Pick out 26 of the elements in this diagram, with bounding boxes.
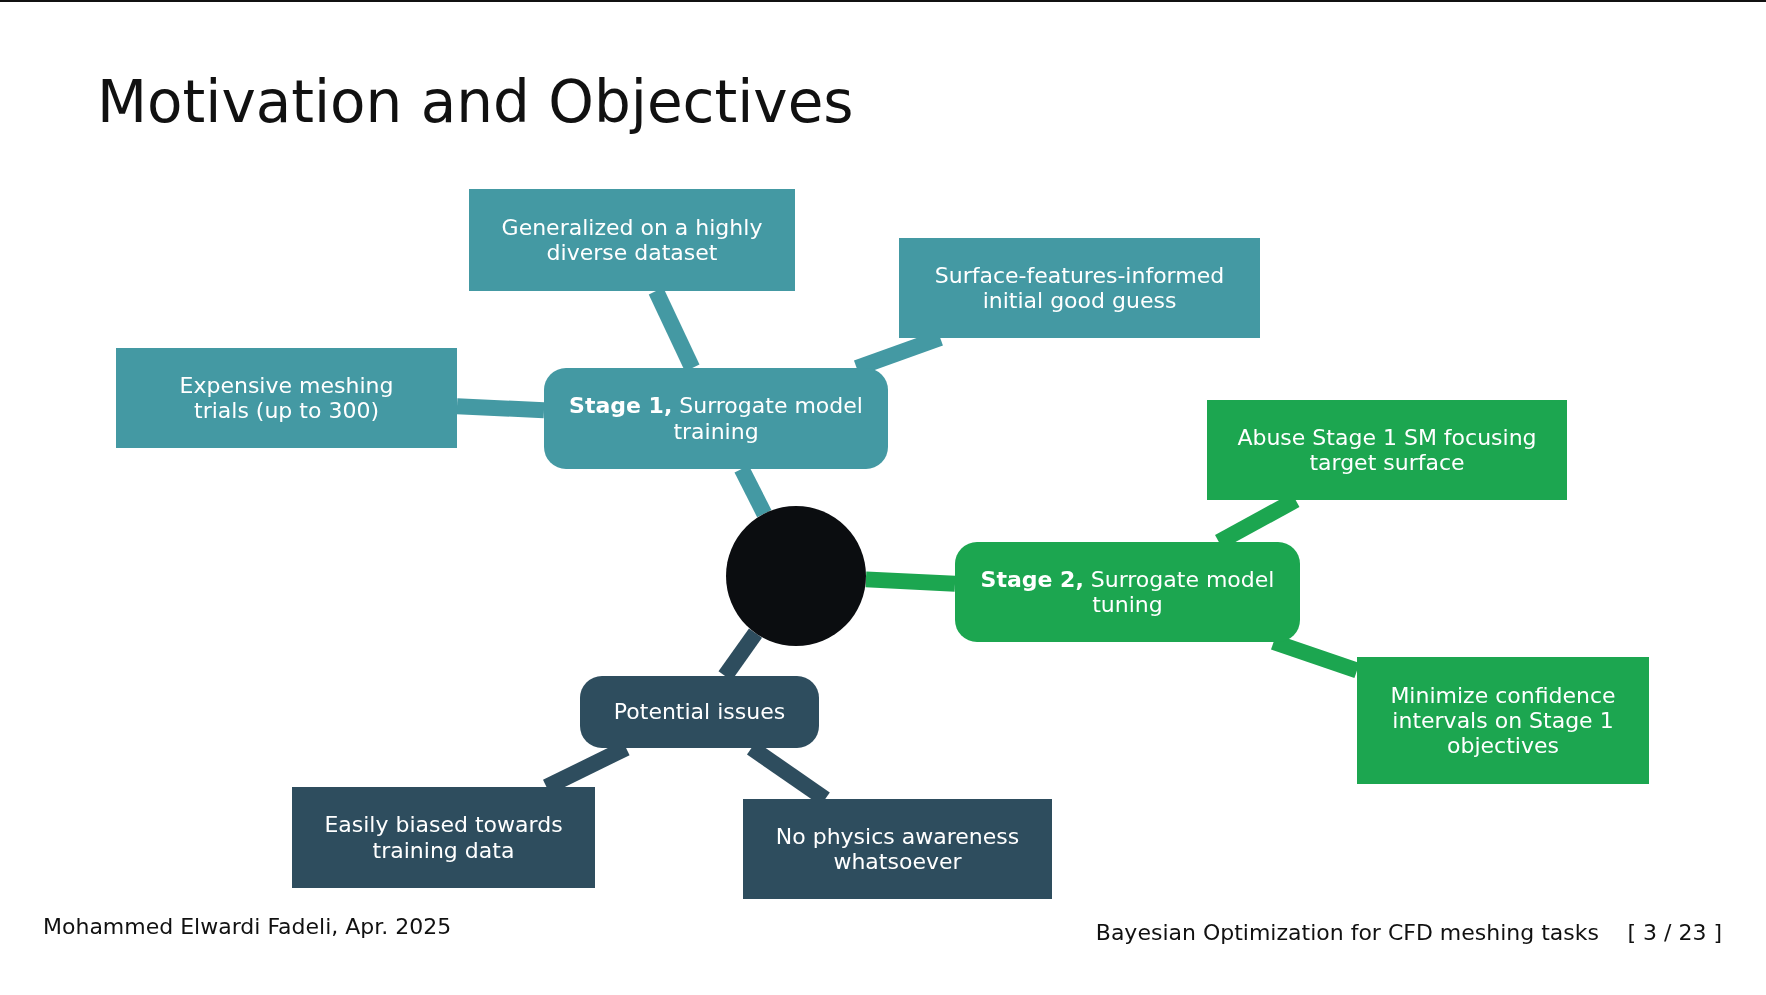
node-text: Surface-features-informed initial good guess <box>933 262 1226 314</box>
idea-box <box>899 238 1260 338</box>
connector-line <box>865 571 956 592</box>
footer-text: Bayesian Optimization for CFD meshing tasks <box>1095 920 1599 945</box>
node-text: Expensive meshing trials (up to 300) <box>178 372 395 424</box>
issue-box <box>580 676 819 748</box>
node-text: Generalized on a highly diverse dataset <box>500 214 764 266</box>
node-text: Easily biased towards training data <box>323 812 564 863</box>
node-text: Stage 1, Surrogate model training <box>568 393 864 444</box>
node-text: Abuse Stage 1 SM focusing target surface <box>1236 424 1538 476</box>
slide-title: Motivation and Objectives <box>97 68 854 136</box>
node-text: Potential issues <box>613 699 786 725</box>
idea-box <box>469 189 795 291</box>
idea-box <box>1357 657 1649 784</box>
connector-line <box>456 398 545 419</box>
idea-box <box>1207 400 1567 500</box>
page-number: [ 3 / 23 ] <box>1627 920 1722 945</box>
idea-box <box>743 799 1052 899</box>
node-text: Stage 2, Surrogate model tuning <box>979 566 1276 618</box>
node-text: Minimize confidence intervals on Stage 1 objectives <box>1389 682 1617 759</box>
footer-text: Mohammed Elwardi Fadeli, Apr. 2025 <box>43 914 452 939</box>
idea-box <box>292 787 595 888</box>
idea-box <box>116 348 457 448</box>
stage-box <box>955 542 1300 642</box>
stage-box <box>544 368 888 469</box>
node-text: No physics awareness whatsoever <box>774 823 1021 875</box>
